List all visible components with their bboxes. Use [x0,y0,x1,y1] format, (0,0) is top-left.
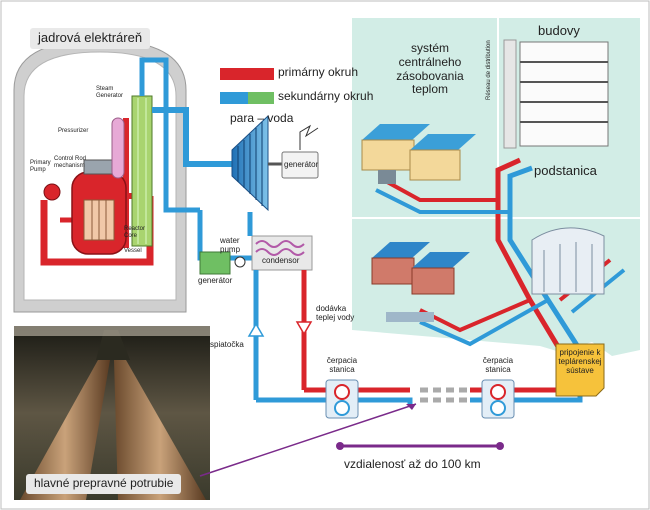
pressurizer [111,117,125,179]
reactor-primary-loop [40,95,154,266]
legend-primary-label: primárny okruh [278,65,359,79]
hot-water-supply-label: dodávka teplej vody [316,304,355,323]
generator-top [281,151,319,179]
steam-water-label: para – voda [230,111,294,125]
houses-upper [361,124,476,184]
distance-end-dot [496,442,504,450]
condensor-label: condensor [262,256,300,265]
legend-primary-swatch [220,68,274,80]
pump-station-left-label: čerpacia stanica [326,356,358,375]
return-arrow [247,322,265,337]
header-label: jadrová elektráreň [30,28,151,49]
pump-station-right [481,379,515,419]
legend-secondary-label: sekundárny okruh [278,89,374,103]
pipeline-photo [14,326,210,500]
district-system-title: systém centrálneho zásobovania teplom [396,41,464,97]
legend-secondary-swatch-blue [220,92,248,104]
pump-station-right-label: čerpacia stanica [482,356,514,375]
building-modern [531,227,605,295]
vessel-label: Vessel [124,248,142,254]
heat-connection-box [555,343,605,397]
substation-label: podstanica [534,163,597,178]
reseau-distribution-label: Réseau de distribution [486,40,492,100]
pipeline-photo-caption: hlavné prepravné potrubie [26,474,182,494]
photo-pointer-line [199,403,417,477]
distance-label: vzdialenosť až do 100 km [344,457,481,471]
heat-connection-label: pripojenie k teplárenskej sústave [558,348,602,376]
buildings-label: budovy [538,23,580,38]
building-tower [503,39,609,149]
distance-start-dot [336,442,344,450]
generator-top-label: generátor [284,160,319,169]
generator-left-box [199,251,231,275]
water-pump-symbol [234,256,246,268]
primary-pump [43,183,61,201]
pressurizer-label: Pressurizer [58,128,89,134]
legend-secondary-swatch-green [248,92,274,104]
pump-station-left [325,379,359,419]
return-line-label: spiatočka [210,340,244,349]
generator-left-label: generátor [198,276,233,285]
steam-generator-label: Steam Generator [96,86,124,99]
primary-pump-label: Primary Pump [30,160,51,173]
houses-lower [371,242,470,322]
hot-water-arrow [295,321,313,336]
reactor-core-label: Reactor Core [124,226,146,239]
water-pump-label: water pump [220,236,241,255]
control-rod-label: Control Rod mechanism [54,156,87,169]
steam-generator [131,95,153,247]
